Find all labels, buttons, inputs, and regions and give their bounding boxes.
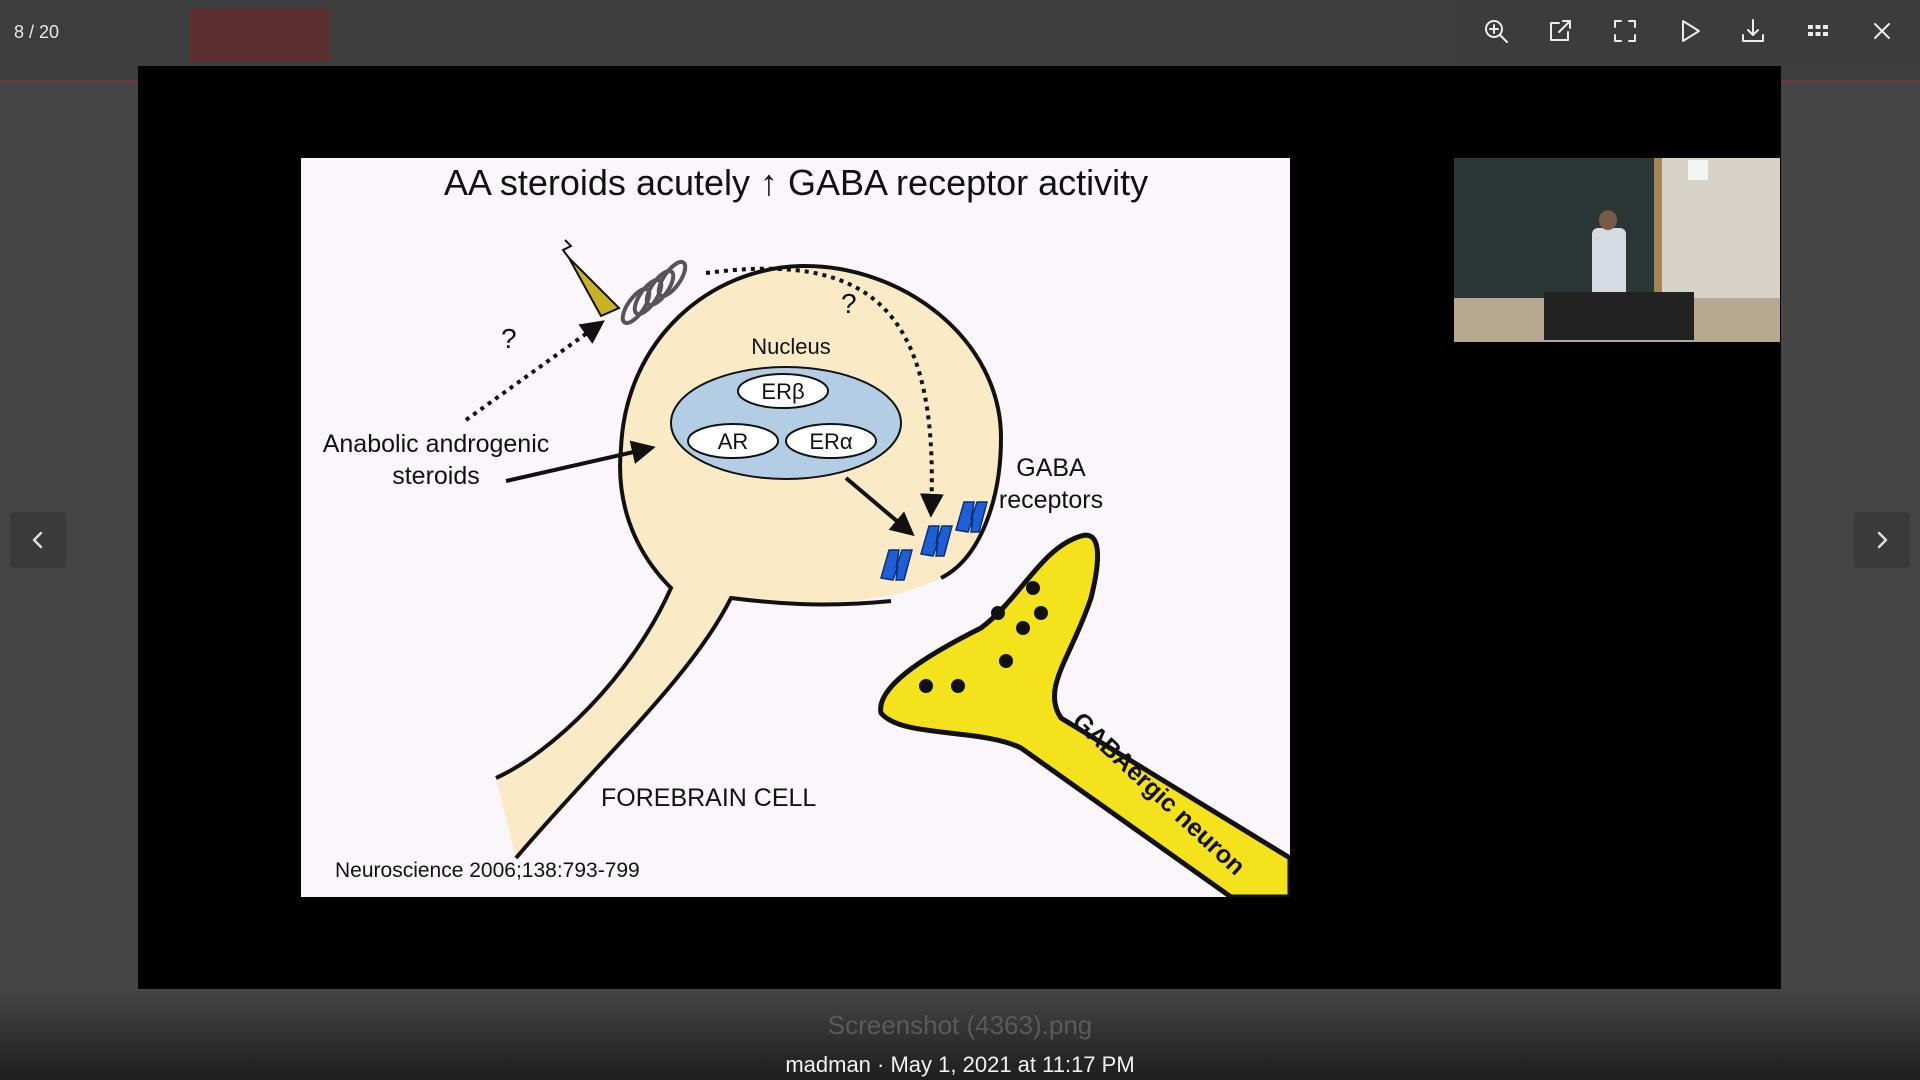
open-external-button[interactable] [1538,9,1582,53]
fullscreen-button[interactable] [1603,9,1647,53]
gabaergic-neuron-shape [878,532,1290,897]
gaba-receptors-label-line2: receptors [999,486,1103,514]
vesicles [919,581,1048,693]
background-chip [190,8,330,62]
fullscreen-icon [1613,20,1636,42]
open-external-icon [1550,20,1572,41]
download-icon [1742,19,1765,42]
presenter-video-thumbnail [1454,158,1780,342]
zoom-in-icon [1485,20,1509,43]
download-button[interactable] [1731,9,1775,53]
image-stage: AA steroids acutely ↑ GABA receptor acti… [138,66,1781,989]
lecture-slide: AA steroids acutely ↑ GABA receptor acti… [301,158,1290,897]
dotted-arrow-to-gaba [705,266,944,518]
arrow-nucleus-to-gaba [844,476,915,537]
thumbnails-grid-icon [1807,25,1828,36]
nucleus-label: Nucleus [751,334,830,359]
ar-oval [687,423,779,459]
play-slideshow-icon [1681,20,1700,42]
gaba-receptors [880,501,988,581]
slide-title: AA steroids acutely ↑ GABA receptor acti… [444,162,1148,203]
ar-label: AR [718,429,749,454]
forebrain-axon-lower-outline [514,595,892,860]
question-mark-right: ? [841,288,857,319]
forebrain-cell-label: FOREBRAIN CELL [601,784,816,812]
image-counter: 8 / 20 [14,22,60,42]
chevron-right-icon [1877,531,1888,549]
close-icon [1873,23,1890,39]
citation: Neuroscience 2006;138:793-799 [335,859,640,882]
anabolic-label-line1: Anabolic androgenic [323,430,550,458]
lectern [1544,292,1694,340]
presenter-head [1599,210,1617,230]
presenter-body [1592,228,1626,296]
ligand-tail [561,239,573,259]
wall-notice [1688,160,1708,180]
dotted-arrow-to-receptor [464,320,605,422]
previous-image-button[interactable] [10,512,66,568]
thumbnails-button[interactable] [1796,9,1840,53]
ligand-cone [568,257,621,318]
er-beta-label: ERβ [761,379,804,404]
next-image-button[interactable] [1854,512,1910,568]
question-mark-left: ? [501,323,517,354]
zoom-in-button[interactable] [1474,9,1518,53]
gaba-receptors-label-line1: GABA [1016,454,1086,482]
membrane-receptor [620,259,688,326]
er-alpha-oval [785,423,877,459]
arrow-steroids-to-nucleus [505,440,656,483]
forebrain-cell-shape [496,265,1001,858]
viewer-toolbar [1458,0,1920,62]
door-frame [1654,158,1662,342]
bottom-shade [0,990,1920,1080]
forebrain-cell-outline [495,263,1004,780]
background-filename: Screenshot (4363).png [827,1010,1093,1040]
play-slideshow-button[interactable] [1667,9,1711,53]
er-alpha-label: ERα [809,429,853,454]
er-beta-oval [737,373,829,409]
close-button[interactable] [1860,9,1904,53]
image-caption: madman · May 1, 2021 at 11:17 PM [785,1052,1135,1077]
anabolic-label-line2: steroids [392,462,480,490]
slide-diagram: AA steroids acutely ↑ GABA receptor acti… [323,162,1290,897]
chevron-left-icon [32,531,43,549]
